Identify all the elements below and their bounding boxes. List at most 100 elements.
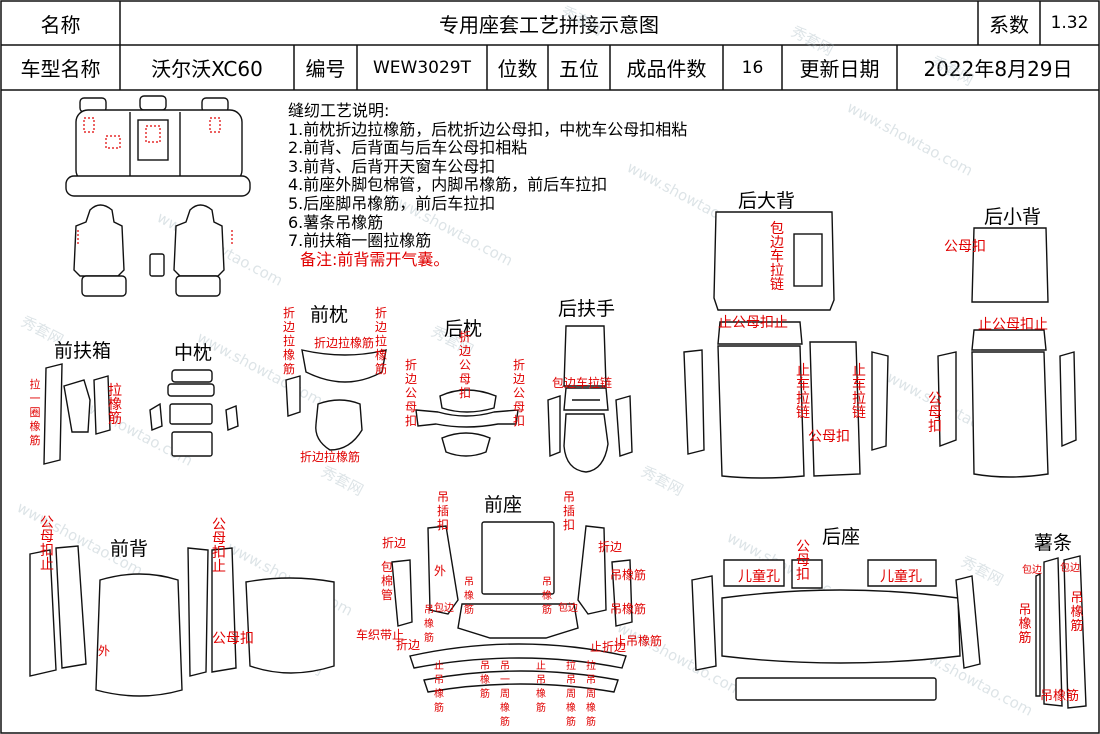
note-line: 2.前背、后背面与后车公母扣相粘	[288, 138, 528, 158]
note-line: 4.前座外脚包棉管，内脚吊橡筋，前后车拉扣	[288, 175, 608, 195]
pieces-label: 成品件数	[626, 57, 707, 81]
annotation-label: 吊橡筋	[1018, 603, 1032, 646]
section-title: 前背	[110, 538, 149, 560]
seats-label: 位数	[497, 57, 538, 81]
annotation-label: 公母扣	[796, 539, 810, 583]
middle-headrest-pieces	[149, 369, 239, 457]
section-title: 前枕	[310, 304, 349, 326]
date-label: 更新日期	[799, 57, 880, 81]
annotation-label: 公母扣	[212, 631, 254, 647]
annotation-label: 公母扣止	[212, 517, 226, 575]
code-value: WEW3029T	[372, 57, 471, 78]
annotation-label: 止车拉链	[852, 363, 866, 421]
annotation-label: 止吊橡筋	[614, 634, 663, 648]
annotation-label: 拉一圈橡筋	[29, 378, 41, 447]
annotation-label: 吊橡筋	[480, 661, 490, 700]
annotation-label: 折边	[598, 540, 623, 554]
section-title: 后座	[822, 526, 861, 548]
annotation-label: 吊橡筋	[1040, 689, 1080, 704]
date-value: 2022年8月29日	[923, 57, 1073, 81]
rear-armrest-pieces	[547, 325, 633, 473]
name-label: 名称	[40, 12, 81, 37]
note-line: 7.前扶箱一圈拉橡筋	[288, 231, 432, 251]
annotation-label: 包边车拉链	[770, 221, 784, 293]
annotation-label: 公母扣止	[40, 515, 54, 573]
note-line: 1.前枕折边拉橡筋，后枕折边公母扣，中枕车公母扣相粘	[288, 119, 688, 139]
code-label: 编号	[305, 57, 346, 81]
note-line: 5.后座脚吊橡筋，前后车拉扣	[288, 193, 496, 213]
annotation-label: 包边	[1022, 565, 1042, 576]
annotation-label: 车织带止	[356, 628, 405, 642]
annotation-label: 折边公母扣	[512, 358, 525, 428]
rear-small-back-pieces	[937, 227, 1077, 478]
section-title: 前座	[484, 494, 523, 516]
rear-headrest-pieces	[415, 389, 519, 457]
annotation-label: 折边拉橡筋	[282, 306, 295, 376]
seat-overview-figure	[65, 95, 251, 297]
front-back-pieces	[29, 545, 335, 697]
annotation-label: 止吊橡筋	[536, 661, 546, 714]
model-value: 沃尔沃XC60	[151, 57, 263, 81]
annotation-label: 拉吊周橡筋	[566, 661, 576, 728]
annotation-label: 吊橡筋	[464, 577, 474, 616]
annotation-label: 止公母扣止	[978, 317, 1048, 333]
coefficient-value: 1.32	[1050, 13, 1089, 33]
section-title: 后大背	[738, 190, 796, 212]
coefficient-label: 系数	[989, 12, 1029, 37]
annotation-label: 止折边	[590, 640, 627, 654]
annotation-label: 儿童孔	[738, 569, 780, 585]
annotation-label: 包边	[558, 603, 578, 614]
section-title: 后枕	[444, 318, 483, 340]
annotation-label: 包边车拉链	[552, 376, 613, 390]
annotation-label: 吊橡筋	[610, 568, 647, 582]
front-seat-pieces	[391, 521, 633, 693]
section-title: 前扶箱	[54, 340, 112, 362]
front-headrest-pieces	[285, 349, 387, 451]
model-label: 车型名称	[20, 57, 101, 81]
pieces-value: 16	[741, 57, 764, 78]
annotation-label: 止公母扣止	[718, 315, 788, 331]
annotation-label: 折边拉橡筋	[314, 336, 375, 350]
annotation-label: 吊橡筋	[424, 605, 434, 644]
annotation-label: 儿童孔	[880, 569, 922, 585]
section-title: 后扶手	[558, 298, 616, 320]
front-armrest-box-pieces	[43, 363, 111, 465]
annotation-label: 吊橡筋	[542, 577, 552, 616]
seats-value: 五位	[559, 57, 599, 81]
annotation-label: 吊插扣	[562, 490, 575, 532]
annotation-label: 折边	[382, 536, 407, 550]
annotation-label: 折边拉橡筋	[300, 450, 361, 464]
section-title: 中枕	[174, 342, 213, 364]
rear-big-back-pieces	[683, 211, 889, 479]
annotation-label: 吊插扣	[436, 490, 449, 532]
note-line: 6.薯条吊橡筋	[288, 212, 384, 232]
sewing-notes: 缝纫工艺说明: 1.前枕折边拉橡筋，后枕折边公母扣，中枕车公母扣相粘 2.前背、…	[288, 101, 688, 269]
annotation-label: 公母扣	[808, 429, 850, 445]
page-title: 专用座套工艺拼接示意图	[439, 12, 659, 37]
annotation-label: 外	[434, 564, 447, 578]
annotation-label: 吊橡筋	[610, 602, 647, 616]
annotation-label: 折边公母扣	[404, 358, 417, 428]
annotation-label: 外	[98, 644, 111, 658]
annotation-label: 包棉管	[380, 560, 393, 602]
rear-seat-pieces	[691, 559, 981, 701]
annotation-label: 吊一周橡筋	[500, 661, 510, 728]
annotation-label: 折边拉橡筋	[374, 306, 387, 376]
annotation-label: 折边	[396, 638, 421, 652]
notes-remark: 备注:前背需开气囊。	[300, 249, 450, 269]
annotation-label: 吊橡筋	[1070, 591, 1084, 634]
annotation-label: 拉橡筋	[108, 383, 122, 427]
section-title: 薯条	[1034, 532, 1073, 554]
annotation-label: 包边	[1060, 563, 1080, 574]
annotation-label: 公母扣	[928, 391, 942, 435]
note-line: 3.前背、后背开天窗车公母扣	[288, 156, 496, 176]
annotation-label: 止车拉链	[796, 363, 810, 421]
annotation-label: 拉吊周橡筋	[586, 661, 596, 728]
annotation-label: 包边	[434, 603, 454, 614]
annotation-label: 公母扣	[944, 239, 986, 255]
annotation-label: 折边公母扣	[458, 330, 471, 400]
annotation-label: 止吊橡筋	[434, 661, 444, 714]
fries-strip-pieces	[1035, 555, 1087, 709]
